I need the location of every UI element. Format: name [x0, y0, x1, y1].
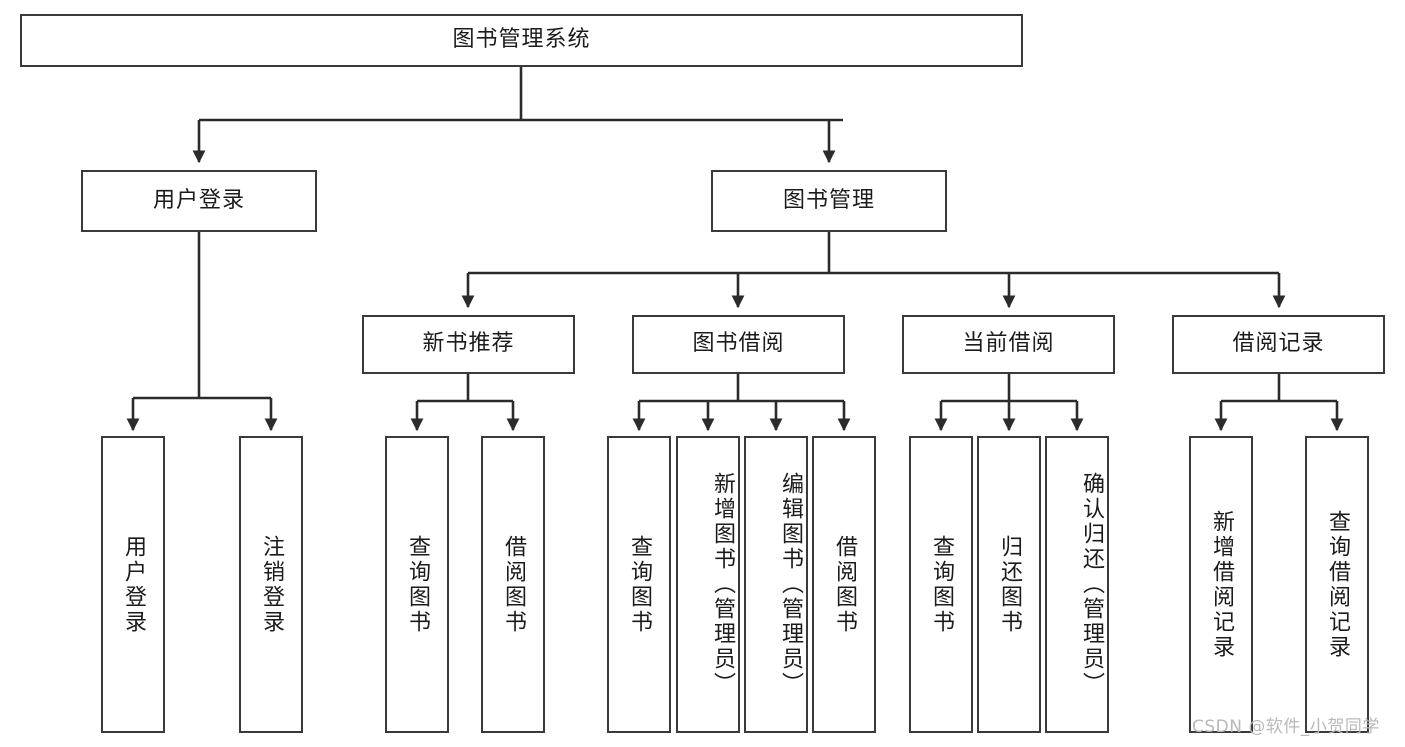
- node-leaf-add-record-label: 新增借阅记录: [1209, 509, 1234, 660]
- node-leaf-query-book-2-label: 查询图书: [627, 534, 652, 635]
- node-leaf-user-login-label: 用户登录: [121, 534, 146, 635]
- node-leaf-add-record[interactable]: 新增借阅记录: [1189, 436, 1253, 733]
- node-leaf-logout[interactable]: 注销登录: [239, 436, 303, 733]
- node-leaf-query-book-3-label: 查询图书: [929, 534, 954, 635]
- node-leaf-borrow-book-1-label: 借阅图书: [501, 534, 526, 635]
- node-borrow-record[interactable]: 借阅记录: [1172, 315, 1385, 374]
- node-leaf-query-book-3[interactable]: 查询图书: [909, 436, 973, 733]
- node-book-borrow-label: 图书借阅: [692, 331, 785, 357]
- node-root[interactable]: 图书管理系统: [20, 14, 1023, 67]
- node-leaf-borrow-book-2[interactable]: 借阅图书: [812, 436, 876, 733]
- node-user-login[interactable]: 用户登录: [81, 170, 317, 232]
- node-leaf-add-book[interactable]: 新增图书（管理员）: [676, 436, 740, 733]
- node-leaf-return-book[interactable]: 归还图书: [977, 436, 1041, 733]
- node-leaf-return-book-label: 归还图书: [997, 534, 1022, 635]
- node-leaf-query-book-1-label: 查询图书: [405, 534, 430, 635]
- node-leaf-borrow-book-1[interactable]: 借阅图书: [481, 436, 545, 733]
- node-current-borrow[interactable]: 当前借阅: [902, 315, 1115, 374]
- node-book-borrow[interactable]: 图书借阅: [632, 315, 845, 374]
- node-leaf-confirm-return[interactable]: 确认归还（管理员）: [1045, 436, 1109, 733]
- node-leaf-user-login[interactable]: 用户登录: [101, 436, 165, 733]
- node-leaf-add-book-label: 新增图书（管理员）: [710, 472, 735, 697]
- node-borrow-record-label: 借阅记录: [1232, 331, 1325, 357]
- node-leaf-confirm-return-label: 确认归还（管理员）: [1079, 472, 1104, 697]
- watermark: CSDN @软件_小贺同学: [1192, 717, 1380, 737]
- node-leaf-logout-label: 注销登录: [259, 534, 284, 635]
- node-book-manage[interactable]: 图书管理: [711, 170, 947, 232]
- node-current-borrow-label: 当前借阅: [962, 331, 1055, 357]
- node-leaf-borrow-book-2-label: 借阅图书: [832, 534, 857, 635]
- node-leaf-query-book-1[interactable]: 查询图书: [385, 436, 449, 733]
- node-user-login-label: 用户登录: [152, 187, 245, 213]
- node-leaf-query-record[interactable]: 查询借阅记录: [1305, 436, 1369, 733]
- node-new-book-rec-label: 新书推荐: [422, 331, 515, 357]
- node-leaf-edit-book[interactable]: 编辑图书（管理员）: [744, 436, 808, 733]
- node-leaf-query-book-2[interactable]: 查询图书: [607, 436, 671, 733]
- node-leaf-edit-book-label: 编辑图书（管理员）: [778, 472, 803, 697]
- node-new-book-rec[interactable]: 新书推荐: [362, 315, 575, 374]
- node-book-manage-label: 图书管理: [782, 187, 875, 213]
- node-root-label: 图书管理系统: [452, 27, 591, 53]
- node-leaf-query-record-label: 查询借阅记录: [1325, 509, 1350, 660]
